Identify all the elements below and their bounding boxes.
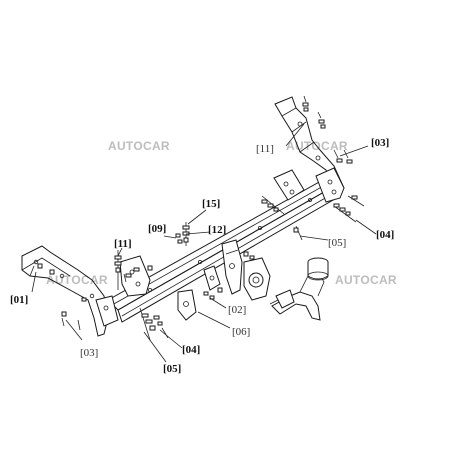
- ball-mount-bolts: [203, 251, 255, 300]
- leader-lines: [31, 123, 377, 363]
- label-12: [12]: [208, 224, 226, 236]
- ball-mount-assembly: [177, 239, 271, 321]
- left-bracket-bolts: [37, 263, 87, 331]
- bottom-bolt-column: [139, 307, 169, 341]
- watermark-bottom-left: AUTOCAR: [46, 273, 108, 287]
- right-bolt-column: [261, 195, 365, 241]
- label-06: [06]: [232, 326, 250, 338]
- watermark-bottom-right: AUTOCAR: [335, 273, 397, 287]
- label-15: [15]: [202, 198, 220, 210]
- label-11-right: [11]: [256, 143, 274, 155]
- label-03-left: [03]: [80, 347, 98, 359]
- right-upper-plate: [273, 169, 305, 201]
- right-bracket-bolts: [302, 95, 353, 164]
- label-02: [02]: [228, 304, 246, 316]
- left-side-bracket: [21, 245, 119, 337]
- label-11-left: [11]: [114, 238, 132, 250]
- watermark-top-left: AUTOCAR: [108, 139, 170, 153]
- right-end-plate: [315, 167, 345, 203]
- left-inner-plate: [119, 255, 151, 297]
- label-04-bottom: [04]: [182, 344, 200, 356]
- label-04-right: [04]: [376, 229, 394, 241]
- label-09: [09]: [148, 223, 166, 235]
- label-05-right: [05]: [328, 237, 346, 249]
- label-03-right: [03]: [371, 137, 389, 149]
- tow-ball: [307, 257, 329, 281]
- label-01: [01]: [10, 294, 28, 306]
- tow-ball-neck: [269, 271, 325, 321]
- label-05-bottom: [05]: [163, 363, 181, 375]
- left-bolt-stack: [114, 250, 153, 290]
- callout-labels: [01] [03] [11] [09] [15] [12] [11] [03] …: [10, 137, 394, 375]
